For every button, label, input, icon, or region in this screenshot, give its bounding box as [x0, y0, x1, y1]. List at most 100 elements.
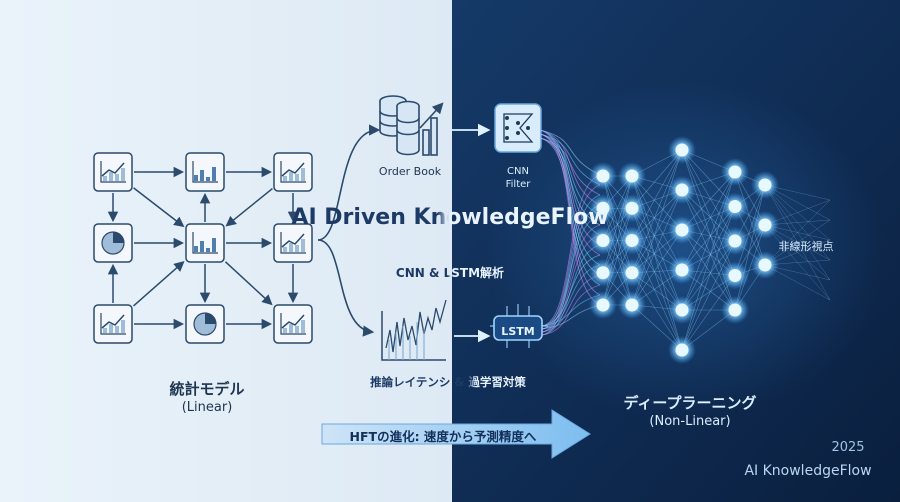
network-connection	[631, 272, 683, 351]
network-connection	[764, 224, 831, 281]
evolution-arrow-label: HFTの進化: 速度から予測精度へ	[349, 429, 537, 444]
cnn-filter-label: CNN Filter	[505, 166, 531, 190]
data-stream	[539, 129, 601, 266]
network-node	[618, 291, 646, 319]
network-connection	[764, 184, 831, 301]
grid-connector	[133, 187, 185, 228]
linear-section-subtitle: (Linear)	[181, 400, 233, 415]
network-connection	[681, 240, 736, 351]
data-stream	[539, 133, 601, 276]
network-node	[668, 176, 696, 204]
network-connection	[631, 189, 683, 273]
network-connection	[681, 149, 736, 276]
network-node	[618, 162, 646, 190]
subtitle: CNN & LSTM解析	[395, 266, 505, 280]
inference-label: 推論レイテンシ & 過学習対策	[370, 375, 526, 389]
line-chart-icon	[273, 223, 313, 263]
data-stream	[541, 294, 601, 327]
linear-section-title: 統計モデル	[169, 380, 245, 398]
network-connection	[681, 189, 736, 276]
network-node	[589, 194, 617, 223]
network-connection	[631, 240, 683, 311]
statistical-model-grid	[93, 152, 313, 344]
network-connection	[681, 171, 736, 311]
network-connection	[681, 189, 736, 311]
network-node	[721, 227, 749, 255]
network-connection	[734, 224, 766, 311]
line-chart-icon	[93, 152, 133, 192]
network-connection	[681, 171, 736, 271]
data-stream	[539, 133, 601, 306]
network-connection	[602, 175, 633, 273]
network-connection	[764, 184, 831, 261]
network-connection	[631, 229, 683, 306]
network-connection	[734, 184, 766, 311]
footer-brand: AI KnowledgeFlow	[744, 463, 872, 479]
network-node	[618, 226, 646, 255]
network-connection	[764, 224, 831, 301]
line-chart-icon	[93, 304, 133, 344]
network-node	[721, 261, 749, 290]
network-node	[751, 171, 779, 199]
network-connection	[631, 175, 683, 271]
grid-connectors	[107, 166, 299, 330]
network-node	[668, 336, 696, 364]
network-node	[668, 216, 696, 244]
network-node	[589, 258, 617, 287]
lstm-label: LSTM	[501, 325, 535, 338]
grid-connector	[225, 188, 273, 227]
line-chart-icon	[273, 152, 313, 192]
network-node	[668, 136, 696, 164]
network-connection	[631, 149, 683, 241]
network-node	[721, 192, 749, 221]
main-title: AI Driven KnowledgeFlow	[291, 205, 609, 230]
noisy-line-chart-icon	[381, 299, 447, 361]
network-connection	[681, 149, 736, 242]
network-haze	[485, 80, 885, 420]
evolution-arrow	[321, 409, 591, 459]
network-node	[751, 251, 779, 279]
network-node	[751, 211, 779, 239]
data-streams	[539, 129, 601, 336]
grid-connector	[224, 261, 273, 306]
network-connection	[602, 208, 633, 306]
network-connection	[764, 199, 831, 266]
database-bars-icon	[379, 95, 444, 156]
line-chart-icon	[273, 304, 313, 344]
network-connection	[764, 184, 831, 281]
network-connection	[681, 229, 736, 311]
network-node	[721, 296, 749, 324]
network-connection	[734, 171, 766, 266]
bar-chart-icon	[185, 152, 225, 192]
network-node	[618, 258, 646, 287]
data-stream	[539, 133, 601, 216]
data-stream	[541, 174, 601, 327]
network-connection	[681, 240, 736, 311]
network-connection	[734, 184, 766, 276]
grid-connector	[133, 260, 185, 307]
network-node	[589, 162, 617, 190]
lstm-chip-icon	[490, 304, 548, 348]
network-node	[721, 158, 749, 186]
branch-arrow-bottom	[317, 239, 375, 337]
network-connection	[631, 240, 683, 351]
network-connection	[631, 189, 683, 306]
linear-background	[0, 0, 452, 502]
network-connection	[631, 149, 683, 273]
network-connection	[631, 208, 683, 311]
network-connection	[764, 184, 831, 241]
data-stream	[541, 274, 601, 333]
pie-chart-icon	[93, 223, 133, 263]
network-connection	[681, 275, 736, 351]
bar-chart-icon	[185, 223, 225, 263]
network-node	[668, 296, 696, 324]
pie-chart-icon	[185, 304, 225, 344]
deep-section-title: ディープラーニング	[623, 394, 757, 412]
data-stream	[539, 129, 601, 176]
data-stream	[539, 129, 601, 296]
network-node	[618, 194, 646, 223]
data-stream	[539, 129, 601, 206]
network-node	[589, 226, 617, 255]
nonlinear-label: 非線形視点	[778, 240, 834, 253]
